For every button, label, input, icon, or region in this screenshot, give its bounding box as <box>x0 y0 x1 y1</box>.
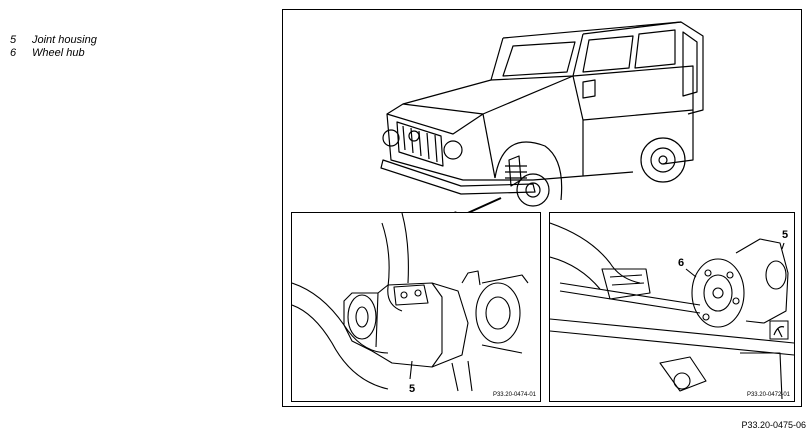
callout-joint-housing: 5 <box>409 383 416 395</box>
inset-reference-code: P33.20-0474-01 <box>492 392 536 398</box>
wheel-hub-drawing <box>550 222 794 400</box>
legend-item: 5 Joint housing <box>10 34 97 47</box>
legend-item: 6 Wheel hub <box>10 47 97 60</box>
joint-housing-drawing <box>292 213 529 392</box>
legend-number: 5 <box>10 34 17 46</box>
inset-reference-code: P33.20-0472-01 <box>746 392 790 398</box>
legend-label: Joint housing <box>32 34 97 46</box>
technical-illustration: 5 P33.20-0474-01 <box>282 9 802 407</box>
legend: 5 Joint housing 6 Wheel hub <box>10 34 97 60</box>
joint-housing-detail: 5 P33.20-0474-01 <box>291 212 541 402</box>
callout-wheel-hub: 6 <box>678 257 685 269</box>
legend-number: 6 <box>10 47 17 59</box>
legend-label: Wheel hub <box>32 47 85 59</box>
vehicle-drawing <box>380 21 704 220</box>
figure-reference-code: P33.20-0475-06 <box>741 420 806 430</box>
callout-joint-housing: 5 <box>782 229 789 241</box>
wheel-hub-detail: 6 5 P33.20-0472-01 <box>549 212 795 402</box>
